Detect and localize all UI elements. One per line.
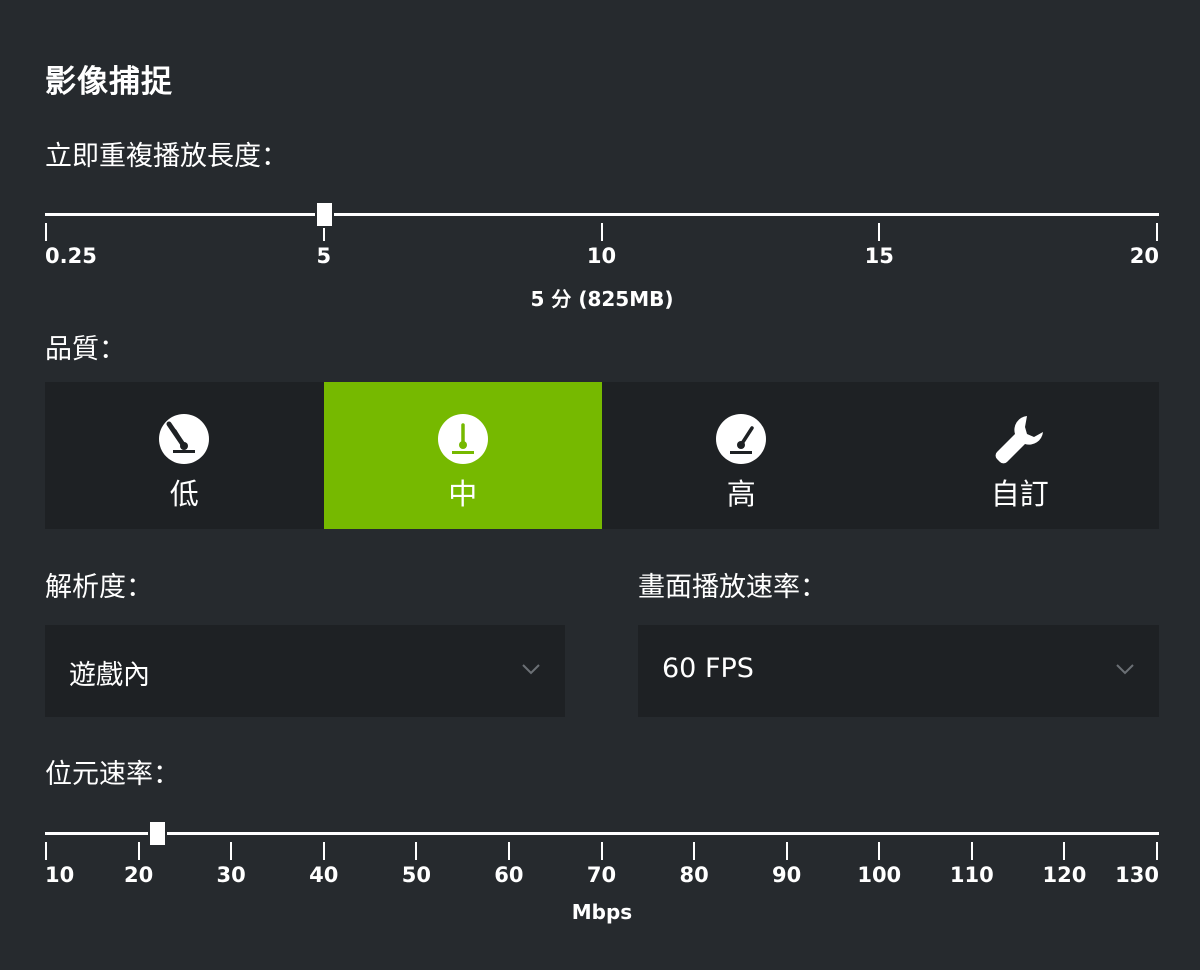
section-title: 影像捕捉 [45, 64, 173, 100]
bitrate-slider-track[interactable] [45, 832, 1159, 835]
slider-tick-label: 15 [864, 244, 894, 268]
gauge-low-icon [159, 414, 210, 464]
slider-tick-label: 30 [216, 863, 246, 887]
quality-option-label: 低 [169, 477, 199, 511]
slider-tick-label: 130 [1115, 863, 1159, 887]
frame-rate-label: 畫面播放速率： [638, 572, 827, 603]
slider-tick-label: 10 [586, 244, 617, 268]
slider-tick-label: 80 [679, 863, 709, 887]
resolution-dropdown[interactable]: 遊戲內 [45, 625, 565, 717]
bitrate-slider[interactable]: 10 20 30 40 50 60 70 80 90 100 110 120 130 Mbps [45, 820, 1159, 942]
slider-tick [230, 842, 233, 860]
slider-tick [1156, 842, 1158, 860]
slider-tick [878, 223, 881, 241]
slider-tick [785, 842, 788, 860]
quality-option-custom[interactable]: 自訂 [881, 382, 1160, 529]
slider-tick-label: 120 [1042, 863, 1087, 887]
chevron-down-icon [1116, 664, 1134, 675]
slider-tick [693, 842, 696, 860]
slider-tick [137, 842, 140, 860]
gauge-high-icon [716, 414, 767, 464]
quality-option-low[interactable]: 低 [45, 382, 324, 529]
chevron-down-icon [522, 664, 540, 675]
replay-value-text: 5 分 (825MB) [530, 287, 674, 311]
quality-option-medium[interactable]: 中 [323, 382, 602, 529]
resolution-value: 遊戲內 [69, 660, 150, 691]
slider-tick-label: 5 [316, 244, 332, 268]
quality-label: 品質： [45, 334, 126, 365]
quality-option-label: 高 [726, 477, 756, 511]
slider-tick [1156, 223, 1158, 241]
slider-tick [878, 842, 881, 860]
slider-tick [45, 842, 47, 860]
slider-tick-label: 90 [772, 863, 802, 887]
quality-option-label: 中 [448, 477, 478, 511]
replay-length-slider[interactable]: 0.25 5 10 15 20 5 分 (825MB) [45, 201, 1159, 323]
slider-tick-label: 50 [401, 863, 431, 887]
slider-tick [322, 842, 325, 860]
replay-length-label: 立即重複播放長度： [45, 141, 288, 172]
slider-tick-label: 10 [45, 863, 75, 887]
replay-slider-track[interactable] [45, 213, 1159, 216]
frame-rate-value: 60 FPS [662, 653, 754, 684]
slider-tick-label: 20 [123, 863, 154, 887]
wrench-icon [995, 416, 1043, 464]
gauge-medium-icon [437, 414, 488, 464]
slider-tick-label: 20 [1129, 244, 1159, 268]
replay-slider-thumb[interactable] [314, 201, 334, 228]
slider-tick-label: 0.25 [45, 244, 97, 268]
slider-tick [322, 223, 325, 241]
slider-tick-label: 100 [857, 863, 902, 887]
slider-tick [600, 223, 603, 241]
quality-selector: 低 中 高 自訂 [45, 382, 1159, 529]
slider-tick [507, 842, 510, 860]
slider-tick [45, 223, 47, 241]
resolution-label: 解析度： [45, 572, 153, 603]
quality-option-label: 自訂 [990, 477, 1049, 511]
slider-tick-label: 110 [949, 863, 994, 887]
slider-tick [970, 842, 973, 860]
slider-tick-label: 60 [494, 863, 524, 887]
bitrate-unit-label: Mbps [571, 900, 633, 924]
quality-option-high[interactable]: 高 [602, 382, 881, 529]
slider-tick [600, 842, 603, 860]
slider-tick-label: 70 [586, 863, 617, 887]
slider-tick [415, 842, 418, 860]
slider-tick [1063, 842, 1066, 860]
bitrate-slider-thumb[interactable] [148, 820, 168, 847]
slider-tick-label: 40 [309, 863, 339, 887]
bitrate-label: 位元速率： [45, 759, 180, 790]
frame-rate-dropdown[interactable]: 60 FPS [638, 625, 1159, 717]
